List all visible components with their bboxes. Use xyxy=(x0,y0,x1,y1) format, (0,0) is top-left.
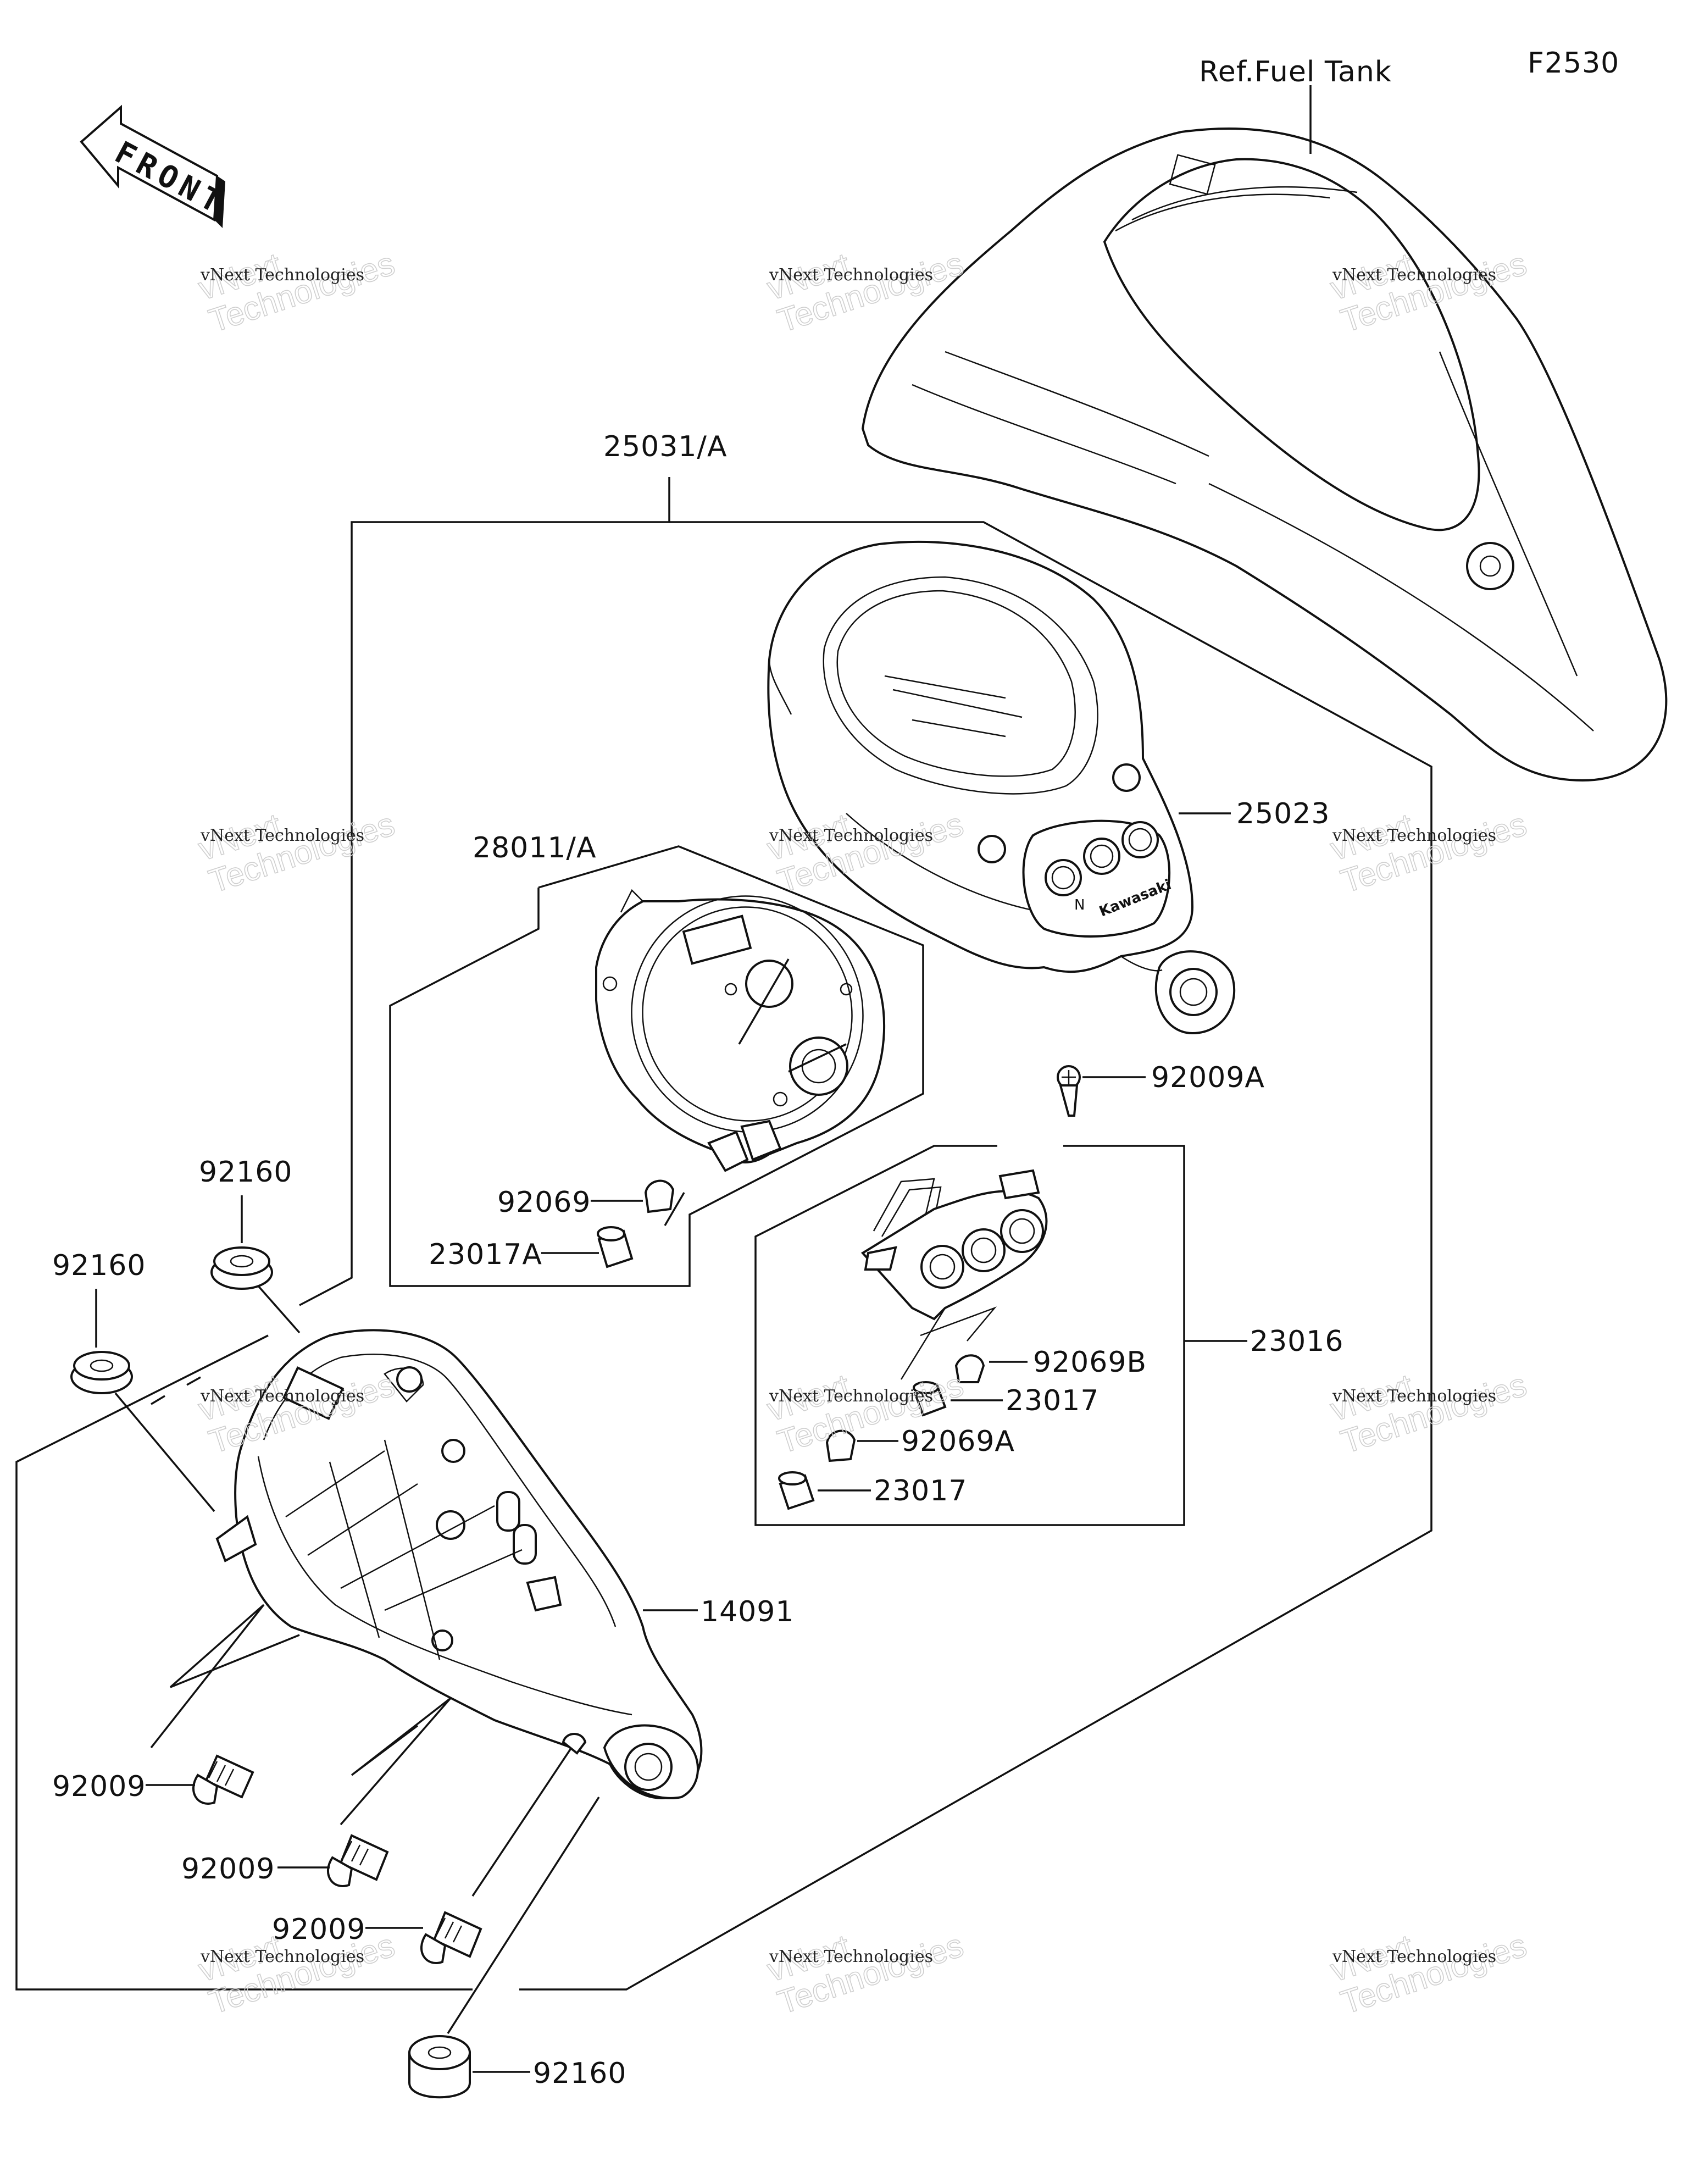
callout-25023: 25023 xyxy=(1236,797,1330,830)
callout-92009-right: 92009 xyxy=(272,1913,365,1946)
grommet-92160-left xyxy=(70,1351,133,1394)
watermark-text-small: vNext Technologies xyxy=(1332,1387,1496,1406)
bulb-92069B xyxy=(954,1354,985,1383)
neutral-indicator-label: N xyxy=(1074,897,1085,913)
grommet-92160-upper xyxy=(210,1246,273,1290)
callout-28011A: 28011/A xyxy=(473,832,597,864)
watermark-text-small: vNext Technologies xyxy=(769,826,933,845)
callout-92069B: 92069B xyxy=(1033,1346,1147,1379)
grommet-92160-bottom xyxy=(408,2035,471,2099)
watermark-text-small: vNext Technologies xyxy=(769,265,933,285)
front-arrow-icon: FRONT xyxy=(80,104,232,228)
meter-unit-28011A xyxy=(595,889,886,1226)
watermark-9: vNextTechnologies vNext Technologies xyxy=(1325,1366,1531,1461)
socket-23017A xyxy=(597,1226,634,1268)
watermark-text-small: vNext Technologies xyxy=(1332,1947,1496,1966)
figure-code: F2530 xyxy=(1528,47,1619,80)
callout-92069: 92069 xyxy=(497,1186,591,1219)
fuel-tank-cover xyxy=(861,85,1668,782)
watermark-6: vNextTechnologies vNext Technologies xyxy=(1325,805,1531,901)
screw-92009-right xyxy=(420,1911,482,1964)
watermark-text-small: vNext Technologies xyxy=(769,1947,933,1966)
callout-92069A: 92069A xyxy=(901,1425,1015,1458)
screw-92009-mid xyxy=(326,1834,389,1887)
screw-92009-left xyxy=(192,1754,254,1805)
watermark-12: vNextTechnologies vNext Technologies xyxy=(1325,1926,1531,2022)
meter-cover-25023: N Kawasaki xyxy=(767,540,1236,1035)
watermark-text-small: vNext Technologies xyxy=(200,826,364,845)
assembly-outline xyxy=(15,477,1432,1991)
ref-fuel-tank-label: Ref.Fuel Tank xyxy=(1199,56,1392,88)
watermark-1: vNextTechnologies vNext Technologies xyxy=(193,245,399,340)
watermark-text-small: vNext Technologies xyxy=(1332,265,1496,285)
callout-23017A: 23017A xyxy=(429,1238,542,1271)
watermark-4: vNextTechnologies vNext Technologies xyxy=(193,805,399,901)
meter-case-14091 xyxy=(215,1329,703,1799)
callout-92009-left: 92009 xyxy=(52,1770,146,1803)
meter-unit-outline xyxy=(389,845,924,1287)
callout-92160-bottom: 92160 xyxy=(533,2057,626,2090)
callout-23016: 23016 xyxy=(1250,1325,1343,1358)
socket-23017-upper xyxy=(913,1381,947,1417)
callout-92009-mid: 92009 xyxy=(181,1853,275,1886)
watermark-text-small: vNext Technologies xyxy=(200,265,364,285)
callout-25031A: 25031/A xyxy=(603,430,728,463)
watermark-text-small: vNext Technologies xyxy=(200,1947,364,1966)
callout-23017-upper: 23017 xyxy=(1006,1384,1099,1417)
callout-14091: 14091 xyxy=(701,1595,794,1628)
indicator-housing-23016 xyxy=(860,1169,1048,1380)
indicator-group-outline xyxy=(754,1145,1185,1526)
callout-23017-lower: 23017 xyxy=(874,1475,967,1507)
callout-92009A: 92009A xyxy=(1151,1061,1265,1094)
callout-92160-left: 92160 xyxy=(52,1249,146,1282)
watermark-text-small: vNext Technologies xyxy=(1332,826,1496,845)
bulb-92069 xyxy=(644,1179,675,1213)
screw-92009A xyxy=(1057,1065,1081,1117)
watermark-11: vNextTechnologies vNext Technologies xyxy=(762,1926,968,2022)
watermark-text-small: vNext Technologies xyxy=(769,1387,933,1406)
socket-23017-lower xyxy=(778,1471,815,1510)
bulb-92069A xyxy=(825,1429,856,1462)
callout-92160-upper: 92160 xyxy=(199,1156,292,1189)
watermark-text-small: vNext Technologies xyxy=(200,1387,364,1406)
